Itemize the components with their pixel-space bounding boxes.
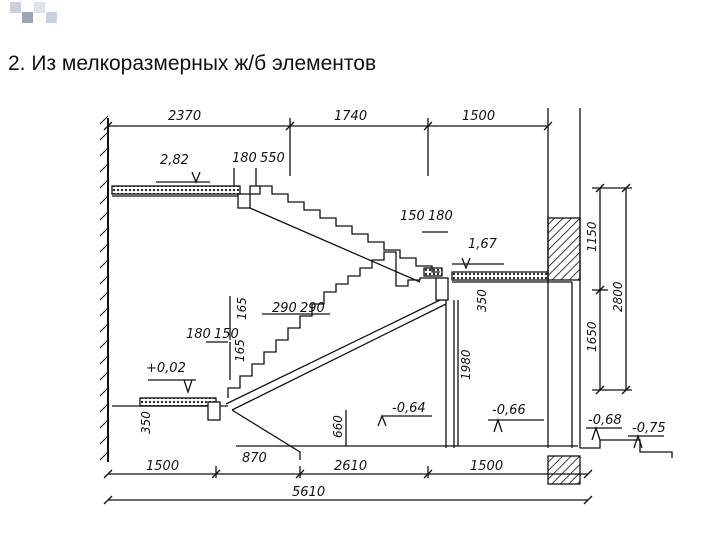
bullet-square — [10, 2, 21, 13]
upper-landing — [111, 185, 241, 195]
right-wall-hatch — [547, 217, 581, 281]
dim-165-b: 165 — [233, 339, 247, 362]
dim-350-right: 350 — [475, 289, 489, 312]
level-075: -0,75 — [632, 421, 666, 436]
upper-flight — [260, 185, 440, 273]
dim-180-top: 180 — [232, 151, 257, 166]
dim-1980: 1980 — [459, 349, 473, 380]
slide-title: 2. Из мелкоразмерных ж/б элементов — [8, 52, 377, 75]
level-167: 1,67 — [468, 237, 498, 252]
dim-bottom-5610: 5610 — [292, 485, 325, 500]
dim-bottom-870: 870 — [242, 451, 267, 466]
dim-290-a: 290 — [272, 301, 297, 316]
dim-150-mid: 150 — [400, 209, 425, 224]
dim-bottom-1500-a: 1500 — [146, 459, 179, 474]
bullet-square — [34, 2, 45, 13]
dim-top-2370: 2370 — [168, 109, 201, 124]
dim-180-mid: 180 — [428, 209, 453, 224]
dim-550-top: 550 — [260, 151, 285, 166]
dim-180-step: 180 — [186, 327, 211, 342]
dim-290-b: 290 — [300, 301, 325, 316]
dim-top-1500: 1500 — [462, 109, 495, 124]
level-282: 2,82 — [160, 153, 189, 168]
dim-1150: 1150 — [585, 221, 599, 252]
lower-landing — [139, 397, 217, 407]
dim-350-lower: 350 — [139, 411, 153, 434]
decorative-squares — [6, 0, 66, 30]
dim-2800: 2800 — [611, 281, 625, 312]
lower-flight-slab — [225, 299, 441, 405]
level-068: -0,68 — [588, 413, 622, 428]
dim-top-1740: 1740 — [334, 109, 367, 124]
lower-flight — [227, 251, 436, 398]
left-wall-hatch — [99, 115, 109, 461]
dim-150-step: 150 — [214, 327, 239, 342]
level-002: +0,02 — [146, 361, 186, 376]
bullet-square — [46, 12, 57, 23]
dim-165-a: 165 — [235, 297, 249, 320]
mid-landing — [451, 271, 549, 281]
dim-bottom-2610: 2610 — [334, 459, 367, 474]
dim-1650: 1650 — [585, 321, 599, 352]
dim-660: 660 — [331, 415, 345, 438]
bullet-square — [22, 12, 33, 23]
level-064: -0,64 — [392, 401, 426, 416]
dim-bottom-1500-b: 1500 — [470, 459, 503, 474]
level-066: -0,66 — [492, 403, 526, 418]
